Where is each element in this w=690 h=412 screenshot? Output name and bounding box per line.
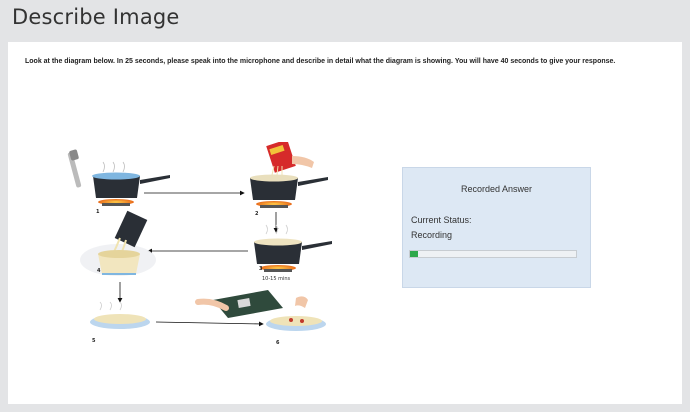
step-6-serving-icon (195, 290, 326, 331)
step-label-1: 1 (96, 209, 100, 215)
cooking-time-label: 10-15 mins (262, 276, 291, 282)
recorded-answer-panel: Recorded Answer Current Status: Recordin… (402, 167, 591, 288)
recorded-answer-title: Recorded Answer (460, 184, 533, 194)
recording-progress-fill (410, 251, 419, 257)
step-label-3: 3 (259, 266, 263, 272)
step-label-6: 6 (276, 340, 280, 346)
step-4-colander-icon (80, 210, 156, 276)
page-title: Describe Image (12, 5, 180, 29)
recording-status-value: Recording (411, 230, 453, 240)
step-1-pot-icon (67, 149, 170, 206)
arrow-5-to-6 (155, 321, 264, 327)
step-label-4: 4 (97, 268, 101, 274)
task-panel: Look at the diagram below. In 25 seconds… (8, 42, 682, 404)
header: Describe Image (0, 0, 690, 40)
step-label-5: 5 (92, 338, 96, 344)
step-label-2: 2 (255, 211, 259, 217)
process-diagram: 1 2 3 10-15 mins (67, 142, 332, 346)
step-5-dish-icon (90, 301, 150, 329)
instructions-text: Look at the diagram below. In 25 seconds… (25, 58, 616, 65)
step-3-pot-icon (254, 224, 332, 272)
current-status-label: Current Status: (411, 215, 472, 225)
recording-progress-bar (409, 250, 577, 258)
step-2-pot-icon (250, 142, 328, 208)
